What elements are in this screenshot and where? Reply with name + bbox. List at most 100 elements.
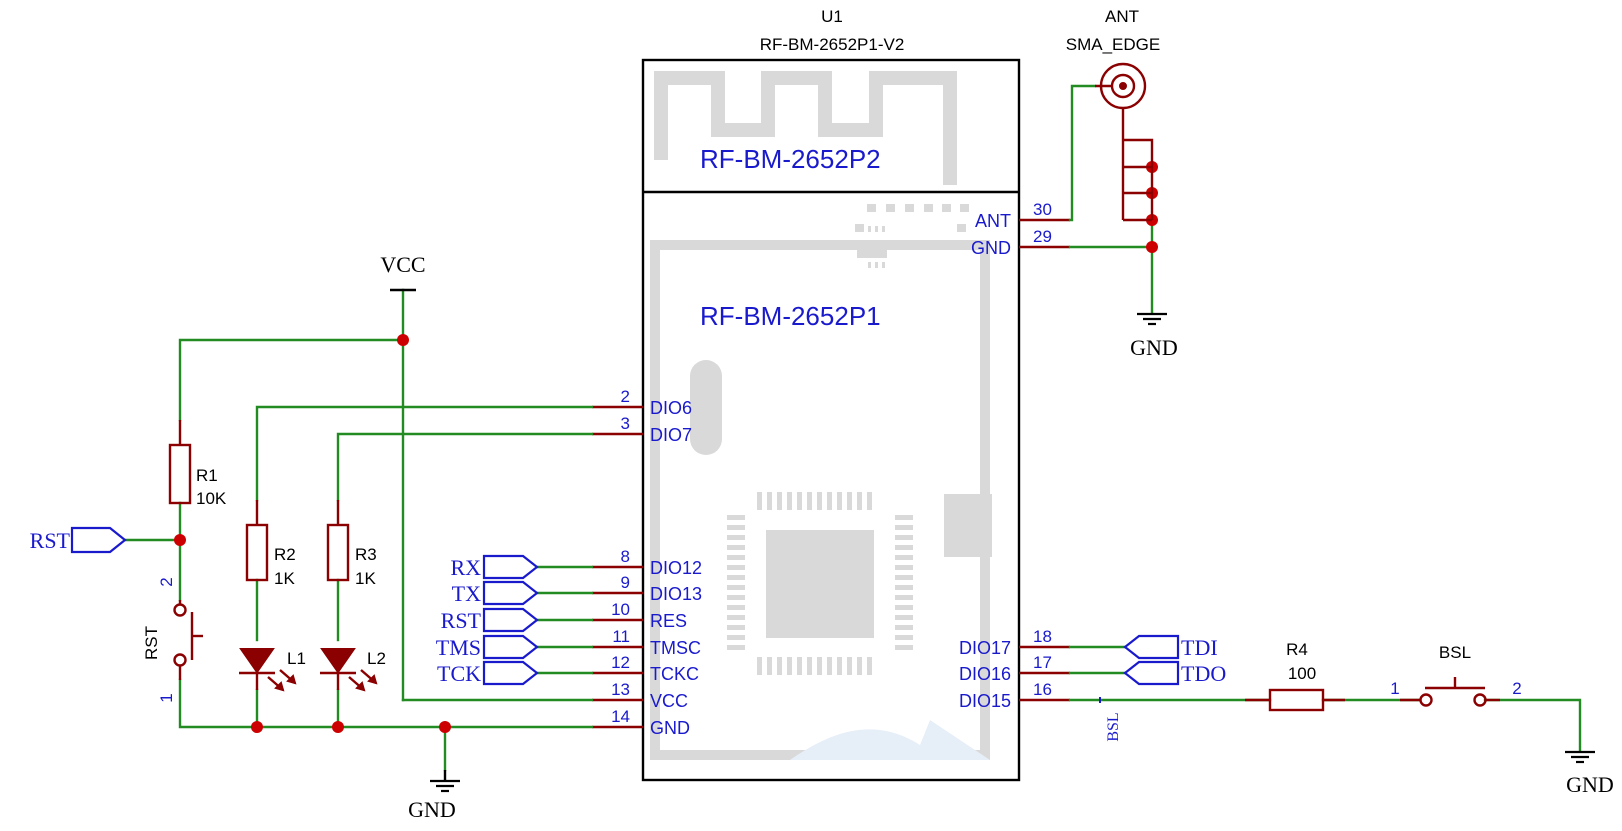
led-l2: L2 [320, 648, 386, 692]
pin-number: 14 [611, 707, 630, 726]
port-shape [482, 580, 539, 606]
ant-wire [1068, 84, 1097, 222]
resistor-value: 1K [274, 569, 295, 588]
switch-pin-number: 2 [157, 577, 176, 586]
switch-contact [1473, 693, 1487, 707]
switch-ref: RST [142, 626, 161, 660]
switch-pin-number: 1 [1390, 679, 1399, 698]
pin-number: 3 [621, 414, 630, 433]
net-label-text: BSL [1105, 712, 1122, 741]
port-label: TDI [1181, 635, 1218, 660]
led-ref: L1 [287, 649, 306, 668]
net-port-tdi: TDI [1123, 634, 1218, 660]
gnd-symbol-bsl: GND [1565, 750, 1614, 797]
resistor-r2: R2 1K [245, 500, 296, 588]
gnd-symbol-left: GND [408, 770, 460, 822]
pin-number: 29 [1033, 227, 1052, 246]
antenna-ref: ANT [1105, 7, 1139, 26]
net-port-rst-left: RST [30, 526, 127, 554]
switch-pin-number: 2 [1512, 679, 1521, 698]
pin-number: 8 [621, 547, 630, 566]
vcc-symbol: VCC [380, 252, 426, 292]
pin-name: TCKC [650, 664, 699, 684]
gnd-rail-wire [178, 678, 594, 729]
port-label: RST [30, 528, 71, 553]
dio6-wire [255, 405, 594, 502]
switch-rst: 2 1 RST [142, 577, 203, 703]
module-silkscreen [650, 71, 992, 760]
module-ref: U1 [821, 7, 843, 26]
port-shape [482, 607, 539, 633]
junction-dot [1146, 241, 1158, 253]
pin-name: GND [971, 238, 1011, 258]
resistor-body [245, 523, 269, 582]
pin-number: 9 [621, 573, 630, 592]
pin-number: 17 [1033, 653, 1052, 672]
port-label: RST [441, 608, 482, 633]
pin-number: 10 [611, 600, 630, 619]
qfn-pins-bottom [757, 657, 872, 675]
pin-name: DIO15 [959, 691, 1011, 711]
port-shape [482, 634, 539, 660]
resistor-value: 100 [1288, 664, 1316, 683]
pin-number: 12 [611, 653, 630, 672]
resistor-value: 10K [196, 489, 227, 508]
pin-name: TMSC [650, 638, 701, 658]
switch-bsl: BSL 1 2 [1390, 643, 1522, 707]
net-port-tdo: TDO [1123, 660, 1226, 686]
bsl-gnd-wire [1483, 698, 1582, 752]
net-port-tms: TMS [436, 634, 539, 660]
resistor-body [326, 523, 350, 582]
resistor-ref: R3 [355, 545, 377, 564]
pin-name: DIO17 [959, 638, 1011, 658]
silk-label-main: RF-BM-2652P1 [700, 301, 881, 331]
pin-name: DIO6 [650, 398, 692, 418]
junction-dot [332, 721, 344, 733]
net-label-bsl: BSL [1099, 697, 1122, 742]
port-label: TMS [436, 635, 481, 660]
pin-number: 2 [621, 387, 630, 406]
led-l1: L1 [239, 648, 306, 692]
port-label: TCK [437, 661, 481, 686]
resistor-ref: R4 [1286, 640, 1308, 659]
net-port-rx: RX [450, 554, 539, 580]
port-label: RX [450, 555, 481, 580]
net-port-tx: TX [452, 580, 539, 606]
pin-name: DIO16 [959, 664, 1011, 684]
pin-name: ANT [975, 211, 1011, 231]
led-triangle [320, 648, 356, 674]
gnd-label: GND [1130, 335, 1178, 360]
pin-name: DIO13 [650, 584, 702, 604]
junction-dot [397, 334, 409, 346]
wires [123, 84, 1582, 772]
switch-pin-number: 1 [157, 693, 176, 702]
switch-contact [173, 603, 187, 617]
gnd-label: GND [408, 797, 456, 822]
pin-name: GND [650, 718, 690, 738]
junction-dot [251, 721, 263, 733]
pin-name: DIO7 [650, 425, 692, 445]
resistor-r3: R3 1K [326, 500, 377, 588]
dio7-wire [336, 432, 594, 502]
switch-contact [173, 653, 187, 667]
vcc-label: VCC [380, 252, 425, 277]
resistor-value: 1K [355, 569, 376, 588]
pin-number: 11 [612, 627, 630, 646]
resistor-r1: R1 10K [168, 420, 227, 508]
module-part-number: RF-BM-2652P1-V2 [760, 35, 905, 54]
port-shape [1123, 660, 1180, 686]
module-left-pins: 2 3 8 9 10 11 12 13 14 DIO6 DIO7 DIO12 D… [592, 387, 702, 738]
pin-name: RES [650, 611, 687, 631]
qfn-pins-top [757, 492, 872, 510]
junction-dot [439, 721, 451, 733]
antenna-sma: ANT SMA_EDGE [1066, 7, 1160, 222]
port-shape [482, 554, 539, 580]
port-shape [1123, 634, 1180, 660]
resistor-ref: R1 [196, 466, 218, 485]
junction-dot [174, 534, 186, 546]
pin-name: VCC [650, 691, 688, 711]
led-triangle [239, 648, 275, 674]
pin-number: 30 [1033, 200, 1052, 219]
switch-contact [1419, 693, 1433, 707]
